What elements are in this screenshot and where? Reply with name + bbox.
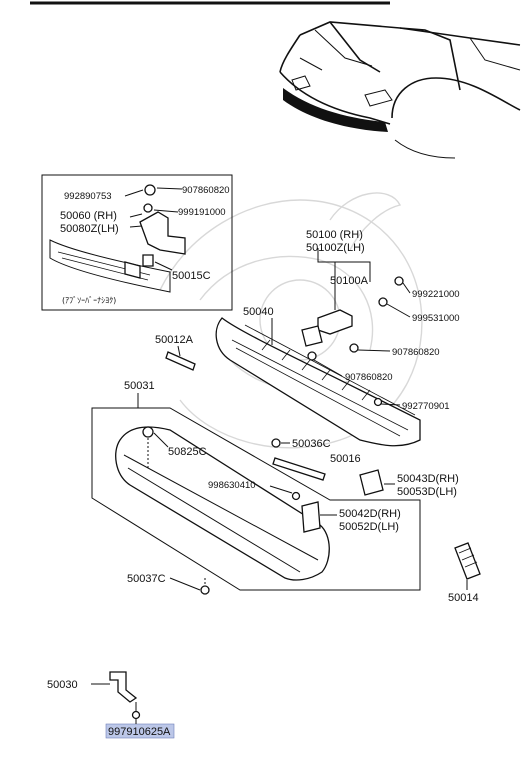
label-907860820-low: 907860820: [345, 372, 393, 383]
label-50012a: 50012A: [155, 334, 194, 346]
inset-bracket-box: [41, 174, 233, 311]
label-50036c: 50036C: [292, 438, 331, 450]
label-50014: 50014: [448, 592, 479, 604]
label-50053d-lh: 50053D(LH): [397, 486, 457, 498]
label-50825c: 50825C: [168, 446, 207, 458]
label-907860820-top: 907860820: [182, 185, 230, 196]
label-50040: 50040: [243, 306, 274, 318]
bracket-50043d: [359, 469, 384, 496]
label-999531000: 999531000: [412, 313, 460, 324]
bracket-50100: [301, 248, 404, 407]
label-50060-rh: 50060 (RH): [60, 210, 117, 222]
strip-50016: [272, 457, 326, 481]
label-997910625a[interactable]: 997910625A: [108, 726, 171, 738]
label-907860820-mid: 907860820: [392, 347, 440, 358]
label-992770901: 992770901: [402, 401, 450, 412]
label-50030: 50030: [47, 679, 78, 691]
label-998630410: 998630410: [208, 480, 256, 491]
label-50052d-lh: 50052D(LH): [339, 521, 399, 533]
label-992890753: 992890753: [64, 191, 112, 202]
label-50031: 50031: [124, 380, 155, 392]
label-50080z-lh: 50080Z(LH): [60, 223, 119, 235]
label-50037c: 50037C: [127, 573, 166, 585]
label-999221000: 999221000: [412, 289, 460, 300]
label-50016: 50016: [330, 453, 361, 465]
car-front-sketch: [279, 21, 521, 159]
bumper-outline-box: [91, 407, 421, 591]
bracket-50030: [109, 671, 141, 720]
highlight-997910625a: [105, 723, 175, 739]
front-bumper: [115, 426, 330, 595]
label-50043d-rh: 50043D(RH): [397, 473, 459, 485]
label-999191000: 999191000: [178, 207, 226, 218]
plate-50014: [454, 542, 481, 580]
grille-assembly: [215, 317, 421, 447]
bolt-998630410: [291, 491, 301, 501]
label-50042d-rh: 50042D(RH): [339, 508, 401, 520]
label-50100-rh: 50100 (RH): [306, 229, 363, 241]
clip-50036c: [271, 438, 281, 448]
inset-note-text: (ｱﾌﾞｿｰﾊﾞｰﾅｼﾖｸ): [62, 296, 116, 305]
label-50015c: 50015C: [172, 270, 211, 282]
label-50100z-lh: 50100Z(LH): [306, 242, 365, 254]
label-50100a: 50100A: [330, 275, 369, 287]
bracket-50042d: [301, 501, 321, 533]
strip-50012a: [165, 351, 196, 371]
